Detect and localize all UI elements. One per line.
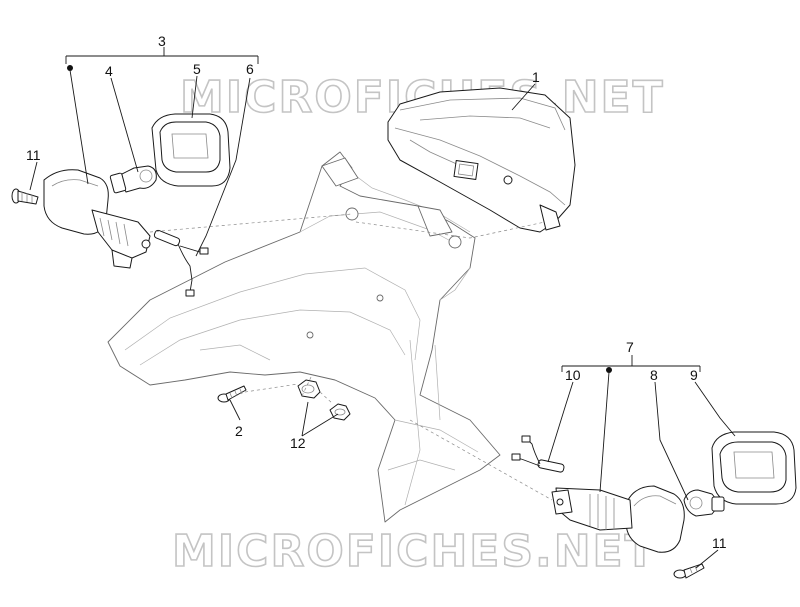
- left-screw: [11, 188, 39, 205]
- right-indicator-lens: [711, 431, 797, 505]
- callout-7: 7: [626, 339, 634, 355]
- callout-labels: 3 4 5 6 1 11 7 10 8 9 2 12 11: [26, 33, 727, 551]
- callout-2: 2: [235, 423, 243, 439]
- callout-10: 10: [565, 367, 581, 383]
- callout-9: 9: [690, 367, 698, 383]
- right-wire-harness: [511, 435, 565, 473]
- tail-light-assembly: [387, 87, 576, 233]
- watermark-bottom: MICROFICHES.NET: [172, 526, 657, 577]
- callout-leaders: [29, 47, 736, 569]
- left-indicator-housing: [43, 169, 151, 269]
- right-indicator-housing: [551, 485, 685, 553]
- left-indicator-lens: [151, 113, 231, 187]
- left-bulb: [109, 165, 157, 194]
- center-screw: [217, 385, 247, 403]
- rear-frame-body: [107, 151, 501, 523]
- callout-11-left: 11: [26, 147, 41, 163]
- callout-1: 1: [532, 69, 540, 85]
- callout-11-right: 11: [712, 535, 727, 551]
- callout-5: 5: [193, 61, 201, 77]
- assembly-dashed-lines: [149, 213, 553, 501]
- callout-12: 12: [290, 435, 306, 451]
- right-screw: [673, 563, 705, 579]
- callout-4: 4: [105, 63, 113, 79]
- bullet-dot-right: [606, 367, 612, 373]
- callout-6: 6: [246, 61, 254, 77]
- callout-3: 3: [158, 33, 166, 49]
- left-wire-harness: [153, 229, 209, 297]
- callout-8: 8: [650, 367, 658, 383]
- bullet-dot-left: [67, 65, 73, 71]
- right-bulb: [683, 489, 725, 517]
